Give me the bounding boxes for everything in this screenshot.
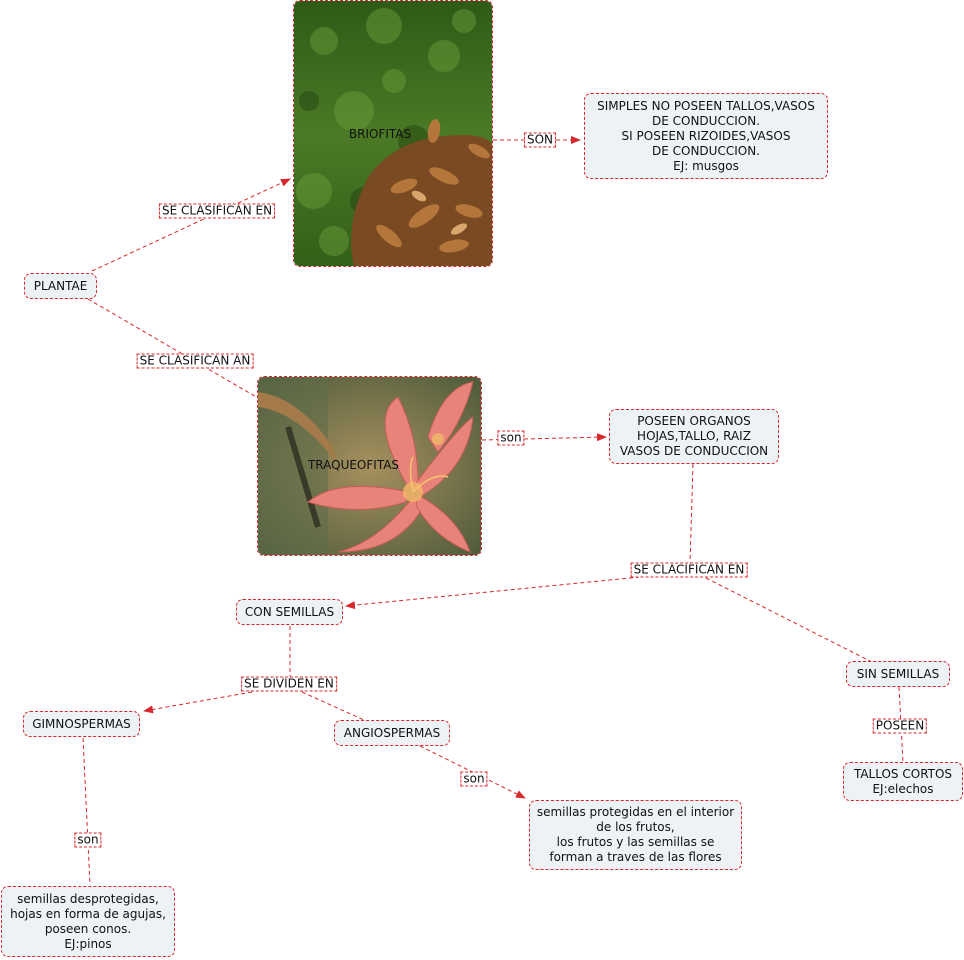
link-label-son-traqueofitas[interactable]: son (497, 430, 525, 446)
link-desc-clasifican (689, 463, 694, 564)
link-dividen-gimno (143, 691, 253, 714)
link-label-son-angiospermas[interactable]: son (460, 771, 488, 787)
node-sin-semillas[interactable]: SIN SEMILLAS (846, 661, 950, 687)
link-label-se-clasifican-an[interactable]: SE CLASIFICAN AN (136, 353, 254, 369)
link-dividen-angio (301, 691, 365, 721)
link-label-poseen[interactable]: POSEEN (872, 718, 928, 734)
link-clasifican-sin (705, 577, 873, 663)
moss-image (294, 1, 492, 266)
node-plantae[interactable]: PLANTAE (24, 273, 97, 299)
link-plantae-briofitas (91, 178, 291, 272)
link-clasifican-con (345, 576, 641, 610)
node-angiospermas-desc[interactable]: semillas protegidas en el interior de lo… (529, 800, 742, 870)
link-label-son-briofitas[interactable]: SON (523, 132, 557, 148)
lily-image (258, 377, 481, 555)
node-gimnospermas-desc[interactable]: semillas desprotegidas, hojas en forma d… (1, 886, 175, 957)
traqueofitas-label: TRAQUEOFITAS (307, 458, 400, 472)
link-label-se-clasifican-en[interactable]: SE CLASIFICAN EN (158, 203, 276, 219)
node-tallos-cortos[interactable]: TALLOS CORTOS EJ:elechos (843, 762, 963, 801)
node-angiospermas[interactable]: ANGIOSPERMAS (334, 720, 450, 746)
link-plantae-traqueofitas (87, 298, 259, 399)
node-traqueofitas[interactable]: TRAQUEOFITAS (257, 376, 482, 556)
node-con-semillas[interactable]: CON SEMILLAS (236, 599, 343, 625)
link-label-son-gimnospermas[interactable]: son (74, 832, 102, 848)
node-briofitas[interactable]: BRIOFITAS (293, 0, 493, 267)
briofitas-label: BRIOFITAS (348, 127, 412, 141)
node-traqueofitas-desc[interactable]: POSEEN ORGANOS HOJAS,TALLO, RAIZ VASOS D… (609, 409, 779, 464)
link-label-se-dividen-en[interactable]: SE DIVIDEN EN (241, 676, 337, 692)
link-label-se-clacifican-en[interactable]: SE CLACIFICAN EN (630, 562, 748, 578)
node-gimnospermas[interactable]: GIMNOSPERMAS (23, 711, 140, 737)
link-gimno-desc (82, 737, 91, 886)
node-briofitas-desc[interactable]: SIMPLES NO POSEEN TALLOS,VASOS DE CONDUC… (584, 93, 828, 179)
